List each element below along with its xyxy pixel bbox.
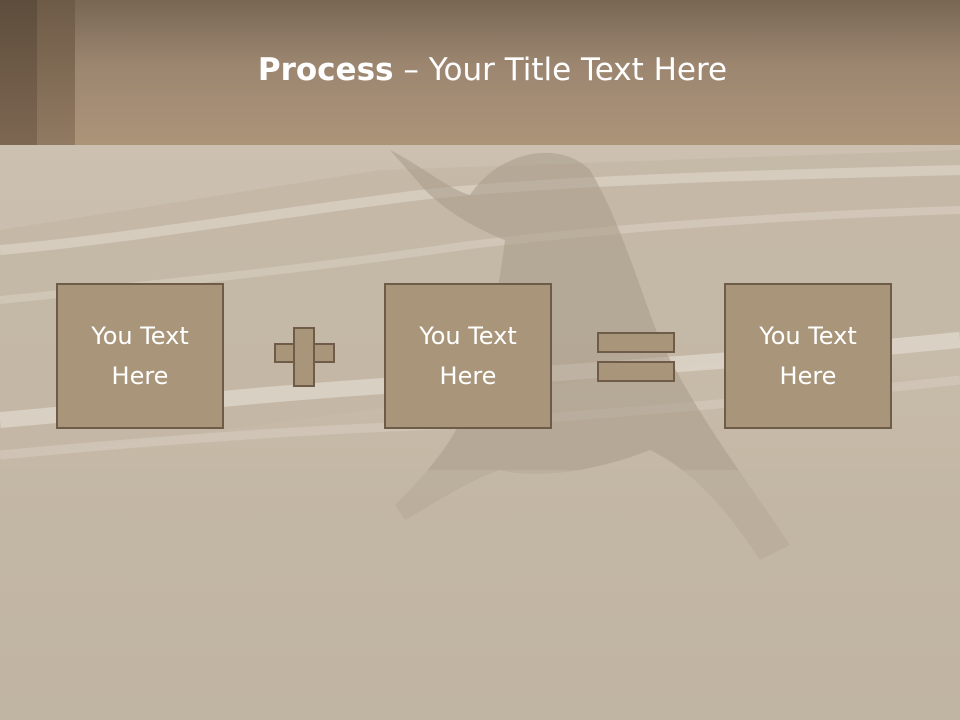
header-accent-stripe bbox=[37, 0, 75, 145]
text-box-2[interactable]: You Text Here bbox=[384, 283, 552, 429]
equals-icon-bottom-bar bbox=[597, 361, 675, 382]
title-rest-text: – Your Title Text Here bbox=[393, 52, 728, 88]
header-accent-stripe bbox=[0, 0, 37, 145]
text-box-3[interactable]: You Text Here bbox=[724, 283, 892, 429]
title-bar bbox=[0, 0, 960, 145]
title-bold-text: Process bbox=[257, 52, 394, 88]
slide-title[interactable]: Process – Your Title Text Here bbox=[0, 52, 960, 88]
plus-icon-center bbox=[295, 345, 313, 361]
text-box-1[interactable]: You Text Here bbox=[56, 283, 224, 429]
equals-icon-top-bar bbox=[597, 332, 675, 353]
